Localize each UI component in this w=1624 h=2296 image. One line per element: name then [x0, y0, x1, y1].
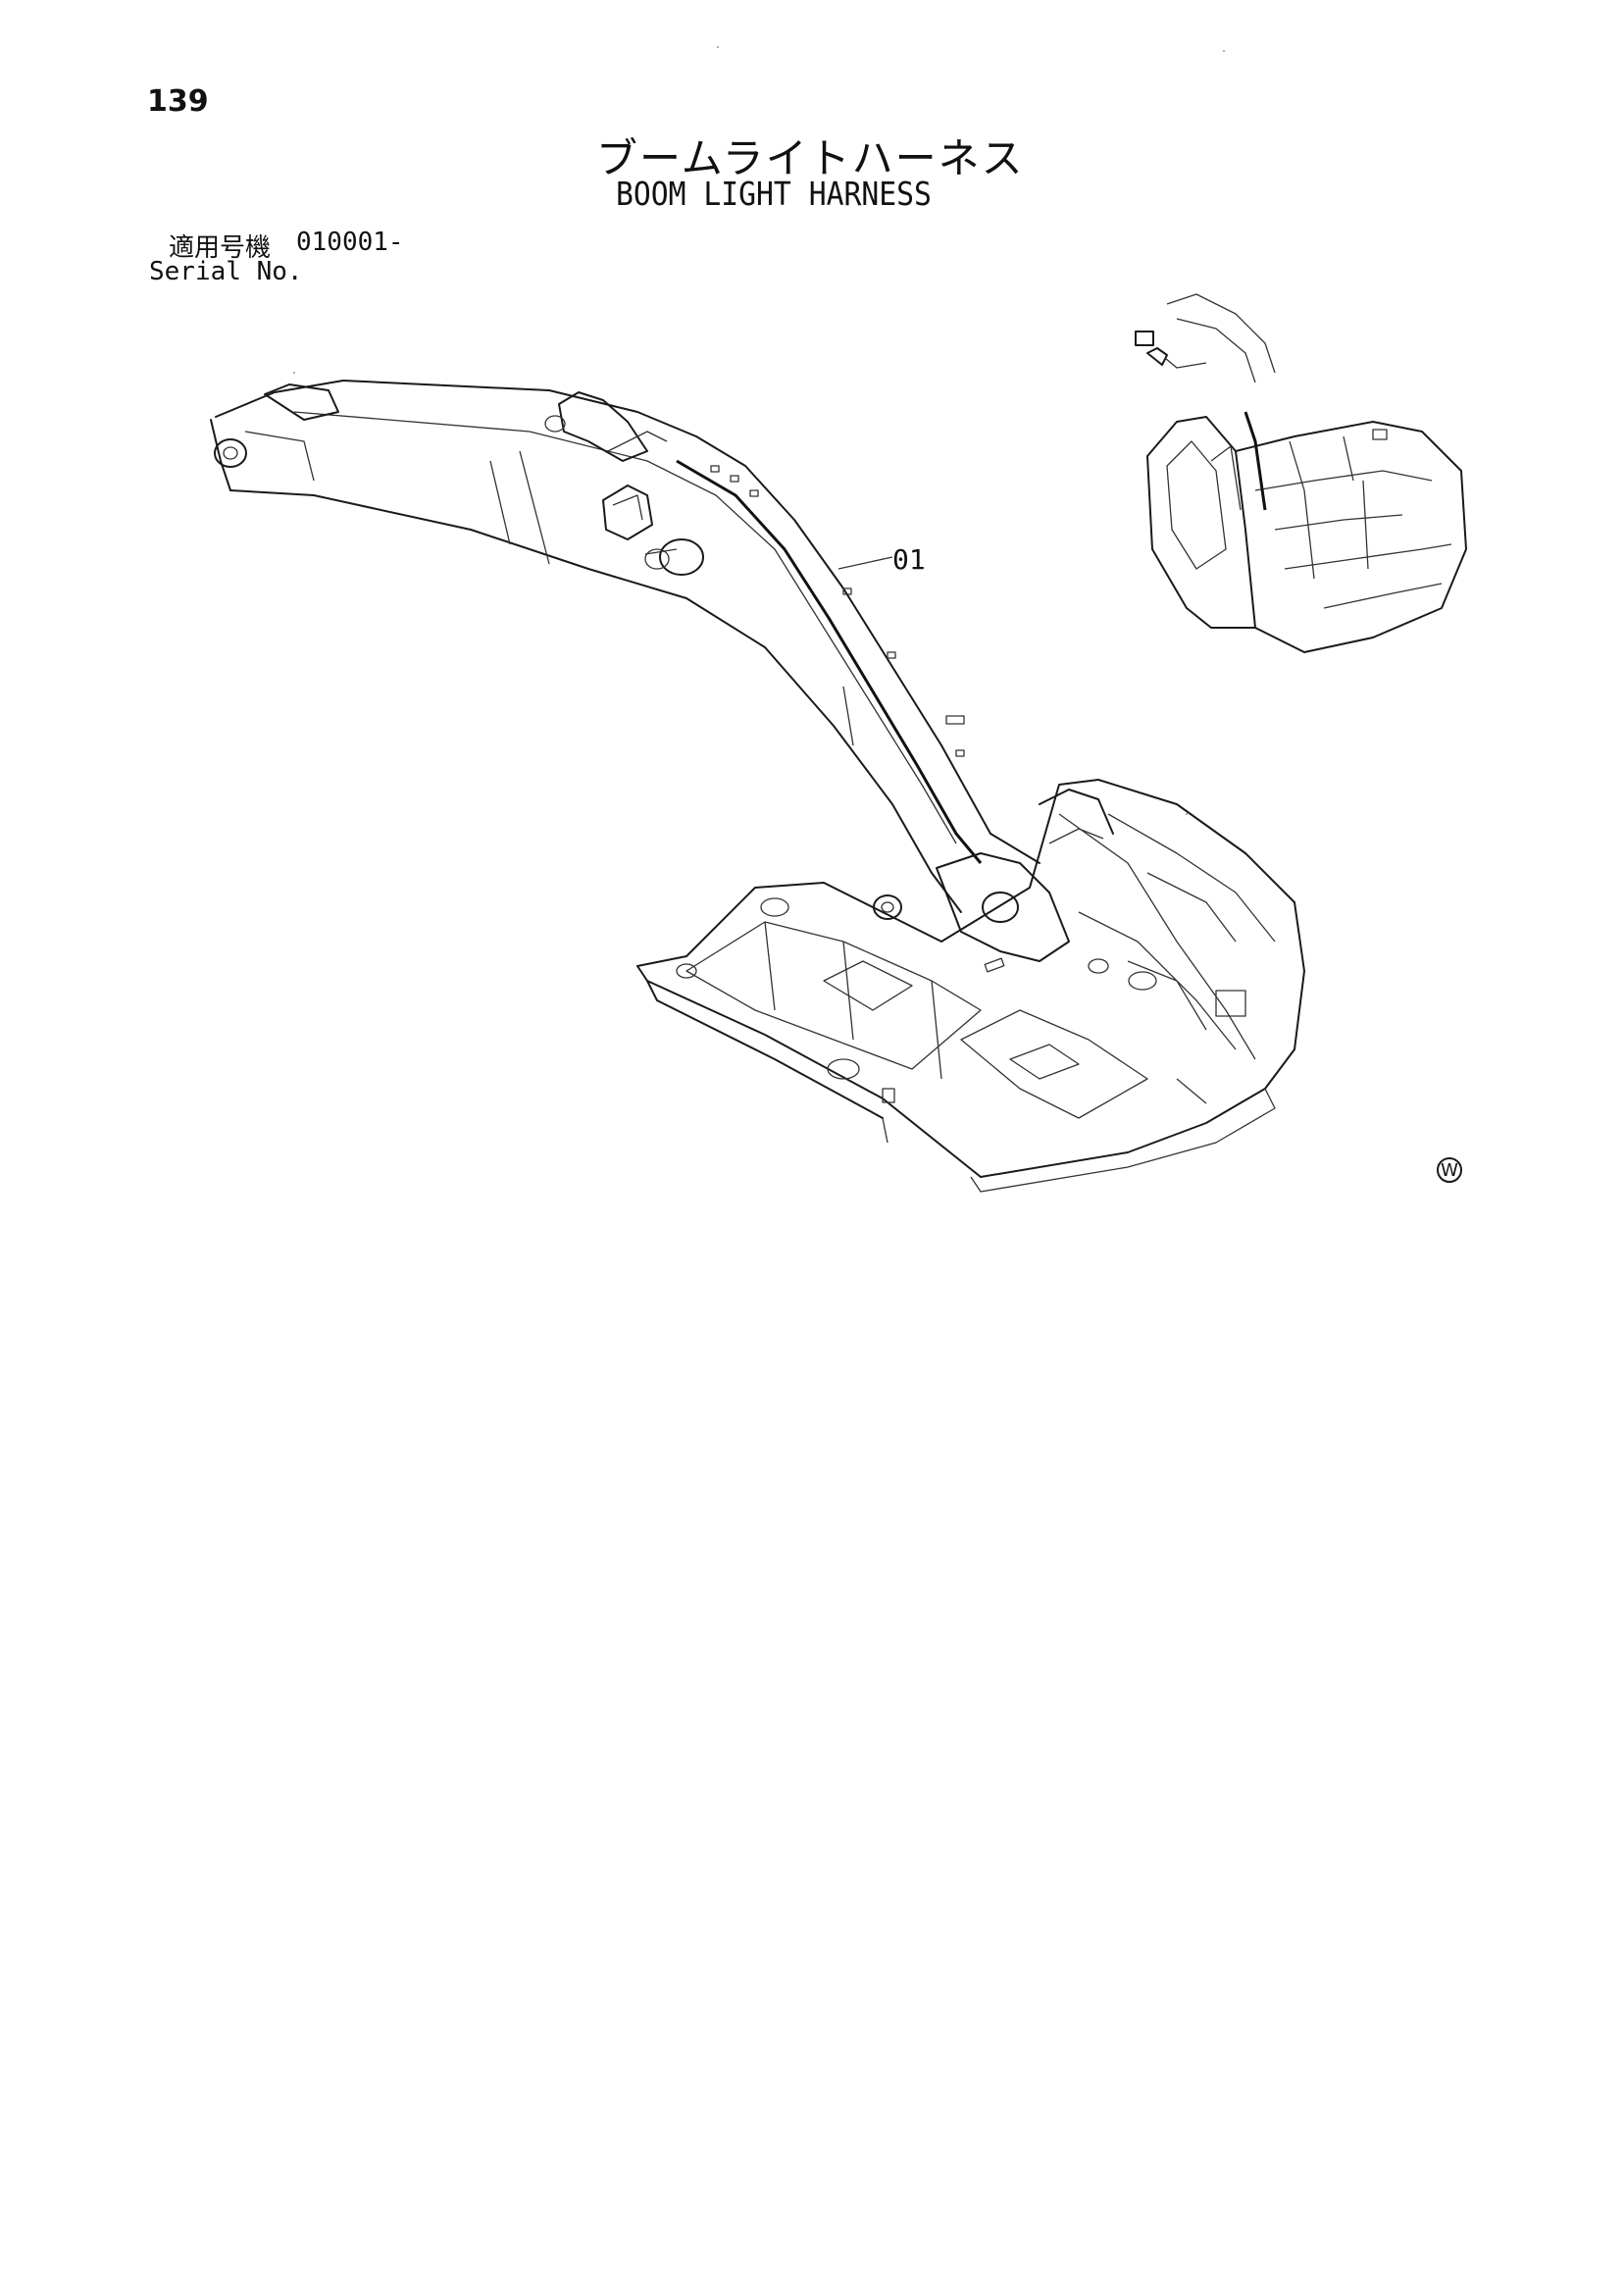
w-mark-letter: W — [1441, 1160, 1458, 1181]
callout-01: 01 — [837, 543, 926, 576]
callout-01-label: 01 — [892, 543, 926, 576]
title-english: BOOM LIGHT HARNESS — [616, 175, 932, 213]
upper-frame — [636, 779, 1305, 1193]
boom-foot — [873, 789, 1114, 962]
scan-specks — [293, 46, 1225, 815]
serial-label-english: Serial No. — [149, 257, 303, 286]
w-mark: W — [1437, 1157, 1462, 1183]
boom-light-harness-diagram: 01 — [210, 46, 1467, 1193]
page-number: 139 — [147, 84, 209, 119]
serial-label-japanese: 適用号機 — [169, 233, 272, 263]
serial-number-value: 010001- — [296, 228, 404, 257]
boom-arm — [210, 380, 1040, 913]
cab-inset — [1135, 293, 1467, 653]
title-japanese: ブームライトハーネス — [596, 134, 1025, 182]
